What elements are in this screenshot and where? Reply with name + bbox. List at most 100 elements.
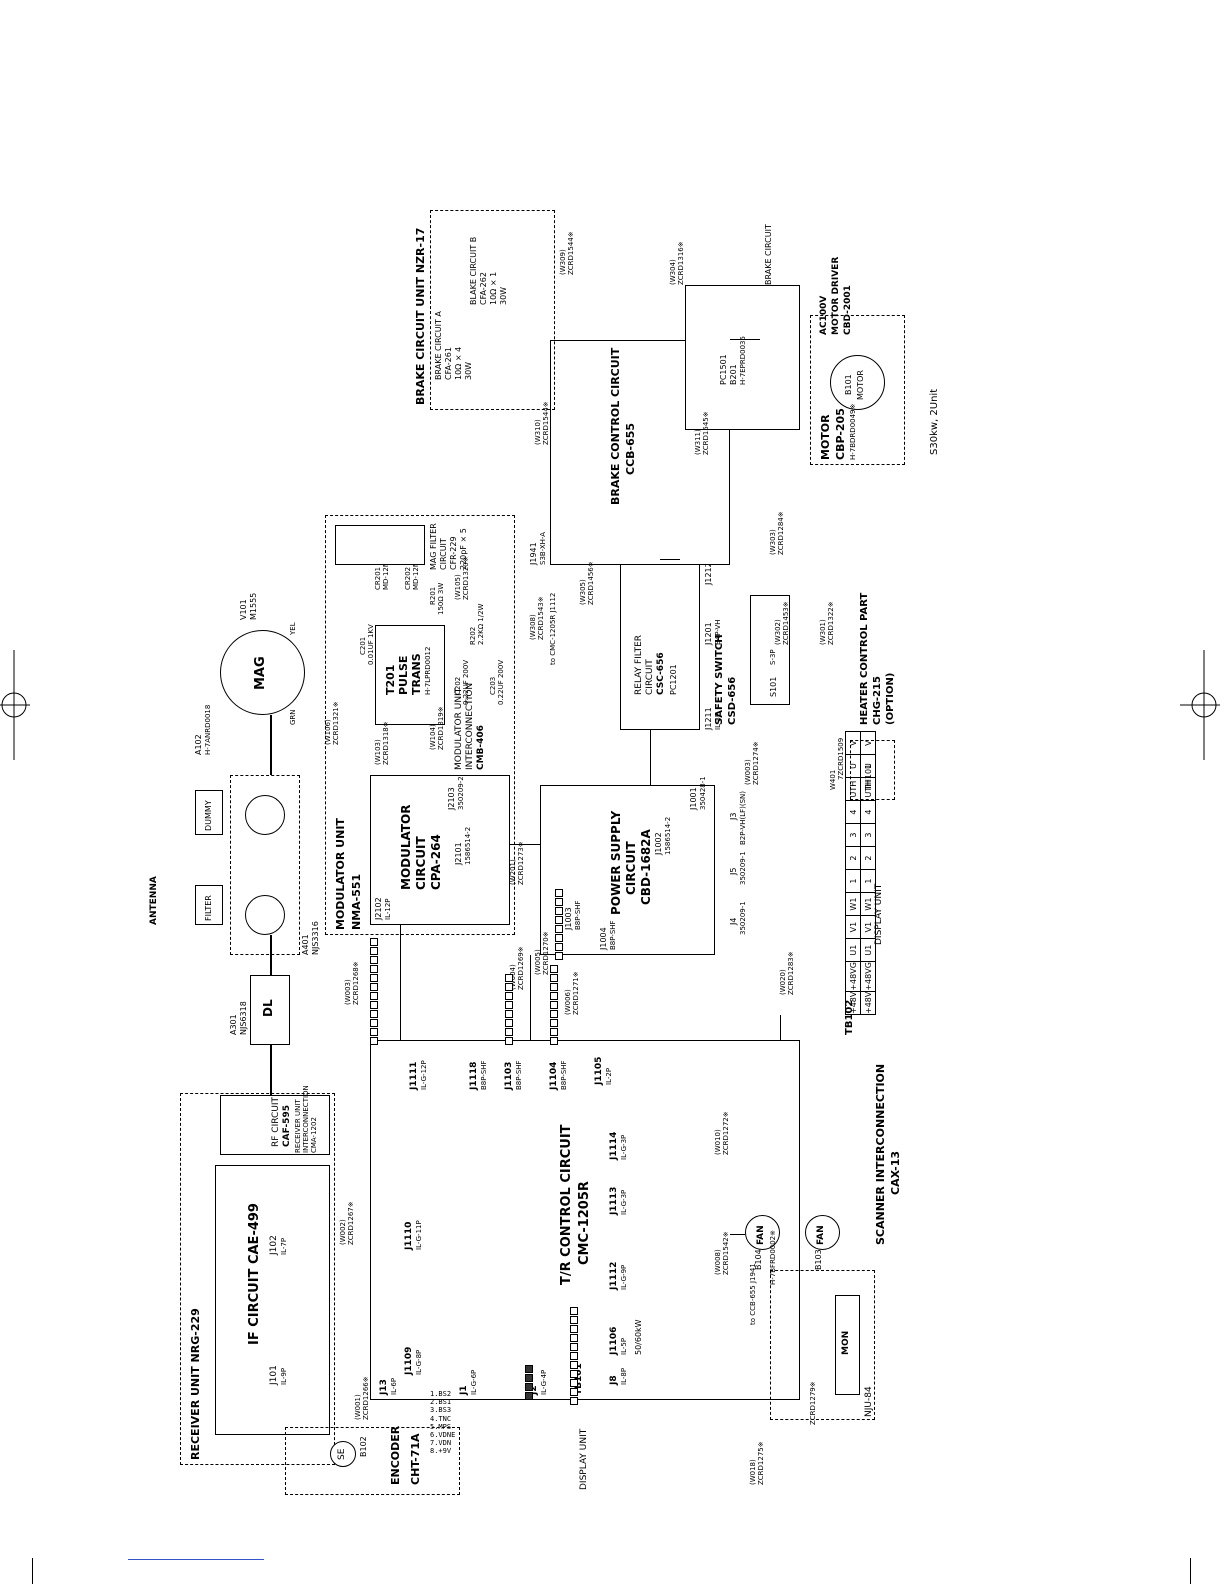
w309-part: ZCRD1544※: [567, 231, 575, 275]
connector-pin: [555, 952, 563, 960]
mag-filter-box: [335, 525, 425, 565]
display-terminal-cell: 2: [845, 846, 861, 870]
j1004-label: J1004: [599, 927, 608, 950]
j8-type: IL-8P: [620, 1367, 628, 1385]
b101-label: B101: [844, 374, 853, 395]
connector-pin: [550, 1028, 558, 1036]
connector-pin: [370, 938, 378, 946]
display-terminal-cell: V: [860, 731, 876, 755]
rf-interconn-part: CMA-1202: [310, 1117, 318, 1153]
wire-psu-relay: [650, 730, 651, 785]
j1-label: J1: [459, 1385, 469, 1395]
pulse-trans-t201: T201: [384, 664, 397, 695]
j1106-type: IL-5P: [620, 1337, 628, 1355]
mod-interconn-part: CMB-406: [476, 725, 486, 770]
connector-pin: [555, 934, 563, 942]
j101-label: J101: [269, 1365, 279, 1385]
a301-part: NJS6318: [239, 1001, 248, 1035]
j1113-label: J1113: [609, 1186, 619, 1215]
schematic-rotated: S30kw, 2Unit RECEIVER UNIT NRG-229 IF CI…: [130, 145, 950, 1495]
w004-part: ZCRD1269※: [517, 946, 525, 990]
j5-label: J5: [729, 867, 738, 875]
power-50-60: 50/60kW: [634, 1319, 643, 1355]
connector-pin: [555, 916, 563, 924]
connector-pin: [570, 1361, 578, 1369]
b201-part: H-7EPRD0035: [739, 336, 747, 385]
dummy-label: DUMMY: [204, 800, 213, 831]
w104-part: ZCRD1319※: [437, 706, 445, 750]
motor-part: CBP-205: [834, 408, 847, 460]
j1-type: IL-G-6P: [470, 1369, 478, 1395]
strip-tb101: [570, 1306, 578, 1405]
connector-pin: [570, 1379, 578, 1387]
display-terminal-cell: U1: [845, 938, 861, 962]
rf-circuit-part: CAF-595: [282, 1105, 292, 1147]
mag-filter-label2: CIRCUIT: [439, 538, 448, 570]
wire-psu-tr: [530, 955, 531, 1040]
display-terminal-cell: V: [845, 731, 861, 755]
connector-pin: [370, 992, 378, 1000]
wire-mod-psu: [510, 844, 540, 845]
connector-pin: [505, 974, 513, 982]
j1105-type: IL-2P: [605, 1067, 613, 1085]
wire-wg-3: [270, 715, 272, 775]
j2102-type: IL-12P: [384, 898, 392, 921]
w311-part: ZCRD1545※: [702, 411, 710, 455]
scanner-interconn-part: CAX-13: [889, 1150, 902, 1195]
display-terminal-cell: UTH: [845, 777, 861, 801]
encoder-b102: B102: [359, 1436, 368, 1457]
wire-mod-tr: [400, 925, 401, 1040]
j5-type: 350209-1: [739, 851, 747, 885]
wire-wg-2: [270, 935, 272, 975]
strip-j1111: [370, 937, 378, 1045]
j3-type: B2P-VH(LF)(SN): [739, 790, 747, 845]
j1001-type: 350428-1: [699, 776, 707, 810]
connector-pin: [370, 983, 378, 991]
j1104-type: B8P-SHF: [560, 1060, 568, 1090]
connector-pin: [550, 1037, 558, 1045]
a301-label: A301: [229, 1014, 238, 1035]
j1114-label: J1114: [609, 1131, 619, 1160]
connector-pin: [370, 1037, 378, 1045]
s3p-label: S-3P: [769, 649, 777, 665]
connector-pin: [570, 1316, 578, 1324]
connector-pin: [505, 992, 513, 1000]
j1104-label: J1104: [549, 1061, 559, 1090]
connector-pin: [370, 1028, 378, 1036]
c203-value: 0.22UF 200V: [497, 659, 505, 705]
connector-pin: [550, 983, 558, 991]
brake-b-res: 10Ω × 1: [489, 271, 498, 305]
display-terminal-cell: W1: [860, 892, 876, 916]
j2103-label: J2103: [447, 787, 456, 810]
w002-part: ZCRD1267※: [347, 1201, 355, 1245]
brake-circuit-c-label: BRAKE CIRCUIT: [764, 224, 773, 285]
connector-pin: [555, 925, 563, 933]
if-circuit-label: IF CIRCUIT CAE-499: [247, 1203, 262, 1345]
j1112-label: J1112: [609, 1261, 619, 1290]
brake-b-part: CFA-262: [479, 272, 488, 305]
mag-filter-label: MAG FILTER: [429, 523, 438, 570]
wire-wg-1: [270, 1045, 272, 1095]
j1004-type: B8P-SHF: [609, 920, 617, 950]
brake-unit-label: BRAKE CIRCUIT UNIT NZR-17: [414, 227, 427, 405]
page-footer-note: S30kw, 2Unit: [929, 388, 940, 455]
w106-part: ZCRD1321※: [332, 701, 340, 745]
w003b-part: ZCRD1274※: [752, 741, 760, 785]
w001-part: ZCRD1266※: [362, 1376, 370, 1420]
display-terminal-cell: V1: [845, 915, 861, 939]
connector-pin: [505, 1028, 513, 1036]
strip-j1103: [505, 973, 513, 1045]
j102-label: J102: [269, 1235, 279, 1255]
connector-pin: [525, 1365, 533, 1373]
display-terminal-cell: 4: [860, 800, 876, 824]
connector-pin: [505, 983, 513, 991]
j1003-label: J1003: [564, 907, 573, 930]
display-terminal-cell: W1: [845, 892, 861, 916]
w308-part: ZCRD1543※: [537, 596, 545, 640]
connector-pin: [505, 1037, 513, 1045]
j102-type: IL-7P: [280, 1237, 288, 1255]
connector-pin: [525, 1383, 533, 1391]
power-supply-label: POWER SUPPLY: [609, 810, 623, 915]
receiver-unit-label: RECEIVER UNIT NRG-229: [189, 1308, 202, 1460]
